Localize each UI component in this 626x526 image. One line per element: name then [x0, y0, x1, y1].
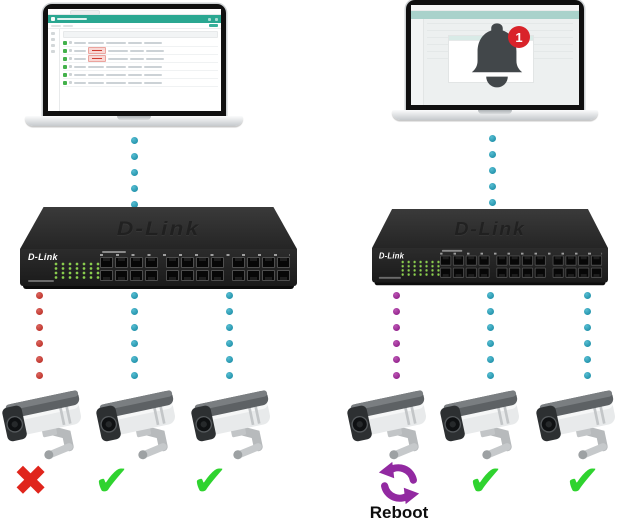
table-toolbar: [47, 23, 221, 29]
ok-check-mark: ✔: [94, 456, 130, 505]
app-header-bar-faded: [411, 11, 579, 19]
led-grid: [54, 262, 100, 280]
notification-badge: 1: [508, 26, 530, 48]
camera-left-3: [191, 383, 281, 461]
device-table: [48, 29, 221, 111]
port-legend: [441, 249, 463, 252]
model-text-placeholder: [378, 276, 401, 279]
browser-strip: [47, 9, 221, 15]
laptop-alert-base: [392, 110, 598, 120]
management-ui-screen: [47, 9, 221, 111]
toolbar-button: [208, 24, 218, 27]
dlink-embossed-logo: D-Link: [116, 216, 201, 239]
browser-strip: [411, 5, 579, 11]
camera-left-1: [2, 383, 92, 461]
alert-ui-screen: 1: [411, 5, 579, 105]
switch-front-panel: D-Link: [20, 249, 297, 289]
ok-check-mark: ✔: [468, 456, 504, 505]
model-text-placeholder: [28, 280, 54, 282]
app-logo: [50, 17, 55, 21]
rj45-ports: [100, 257, 290, 281]
switch-top-face: D-Link: [20, 207, 297, 249]
device-rows: [62, 39, 218, 87]
camera-link-ok: [487, 292, 494, 379]
network-switch-right: D-Link D-Link: [372, 209, 609, 286]
rj45-ports: [440, 255, 603, 278]
reboot-label: Reboot: [369, 503, 429, 522]
camera-right-3: [536, 383, 626, 461]
ok-check-mark: ✔: [565, 456, 601, 505]
app-header-bar: [47, 15, 221, 23]
led-grid: [400, 260, 441, 277]
ok-check-mark: ✔: [192, 456, 228, 505]
uplink-dots-right: [489, 135, 496, 206]
camera-link-ok: [584, 292, 591, 379]
switch-top-face: D-Link: [372, 209, 609, 249]
laptop-managed: [25, 4, 243, 126]
camera-link-ok: [226, 292, 233, 379]
header-icon: [214, 17, 218, 21]
offline-x-mark: ✖: [13, 456, 49, 505]
reboot-icon: [378, 461, 420, 505]
app-title-placeholder: [56, 17, 87, 21]
camera-link-offline: [36, 292, 43, 379]
port-numbers: [100, 254, 290, 256]
laptop-alert-screen: 1: [406, 0, 584, 110]
header-icon: [207, 17, 211, 21]
laptop-alert: 1: [392, 0, 598, 120]
dlink-logo: D-Link: [28, 252, 58, 262]
table-header: [62, 31, 218, 38]
switch-front-panel: D-Link: [372, 248, 609, 286]
camera-right-1: [347, 383, 437, 461]
uplink-dots-left: [131, 137, 138, 208]
dlink-logo: D-Link: [378, 250, 405, 261]
laptop-managed-base: [25, 116, 243, 126]
camera-link-reboot: [393, 292, 400, 379]
network-switch-left: D-Link D-Link: [20, 207, 297, 290]
dlink-embossed-logo: D-Link: [454, 217, 526, 239]
camera-left-2: [96, 383, 186, 461]
side-nav: [48, 29, 60, 111]
side-nav-faded: [411, 19, 424, 105]
camera-link-ok: [131, 292, 138, 379]
port-legend: [102, 251, 126, 253]
camera-right-2: [440, 383, 530, 461]
port-numbers: [440, 252, 603, 255]
laptop-managed-screen: [42, 4, 226, 116]
